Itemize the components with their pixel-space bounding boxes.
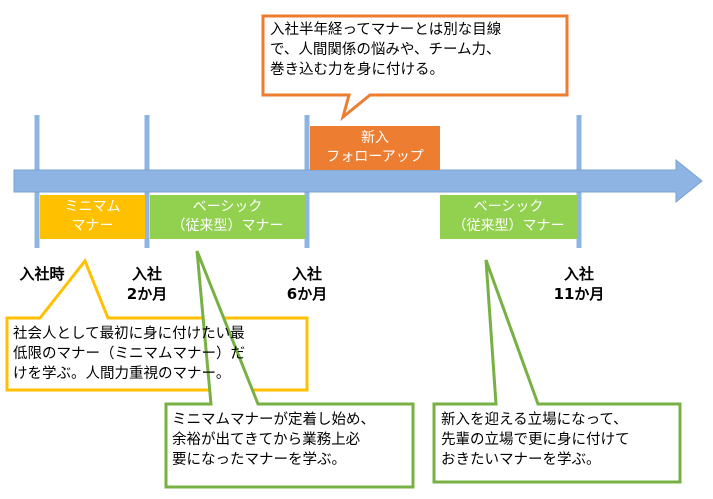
- milestone-11-months: 入社 11か月: [553, 265, 605, 303]
- milestone-6-months: 入社 6か月: [286, 265, 328, 303]
- callout-basic1-text: ミニマムマナーが定着し始め、 余裕が出てきてから業務上必 要になったマナーを学ぶ…: [172, 412, 375, 468]
- phase-follow-up: 新入 フォローアップ: [310, 126, 440, 170]
- callout-follow-shape: [261, 14, 569, 122]
- callout-basic2-text: 新入を迎える立場になって、 先輩の立場で更に身に付けて おきたいマナーを学ぶ。: [441, 412, 630, 468]
- milestone-2-months: 入社 2か月: [126, 265, 168, 303]
- timeline-arrow: [13, 158, 703, 204]
- callout-minimum-text: 社会人として最初に身に付けたい最 低限のマナー（ミニマムマナー）だ けを学ぶ。人…: [13, 326, 245, 382]
- callout-basic2-shape: [432, 259, 682, 484]
- phase-minimum-manner: ミニマム マナー: [40, 195, 145, 239]
- callout-basic1-shape: [164, 250, 415, 489]
- milestone-join: 入社時: [19, 265, 65, 283]
- phase-basic-manner-1: ベーシック （従来型）マナー: [150, 195, 305, 239]
- phase-basic-manner-2: ベーシック （従来型）マナー: [440, 195, 577, 239]
- callout-follow-text: 入社半年経ってマナーとは別な目線 で、人間関係の悩みや、チーム力、 巻き込む力を…: [270, 22, 502, 78]
